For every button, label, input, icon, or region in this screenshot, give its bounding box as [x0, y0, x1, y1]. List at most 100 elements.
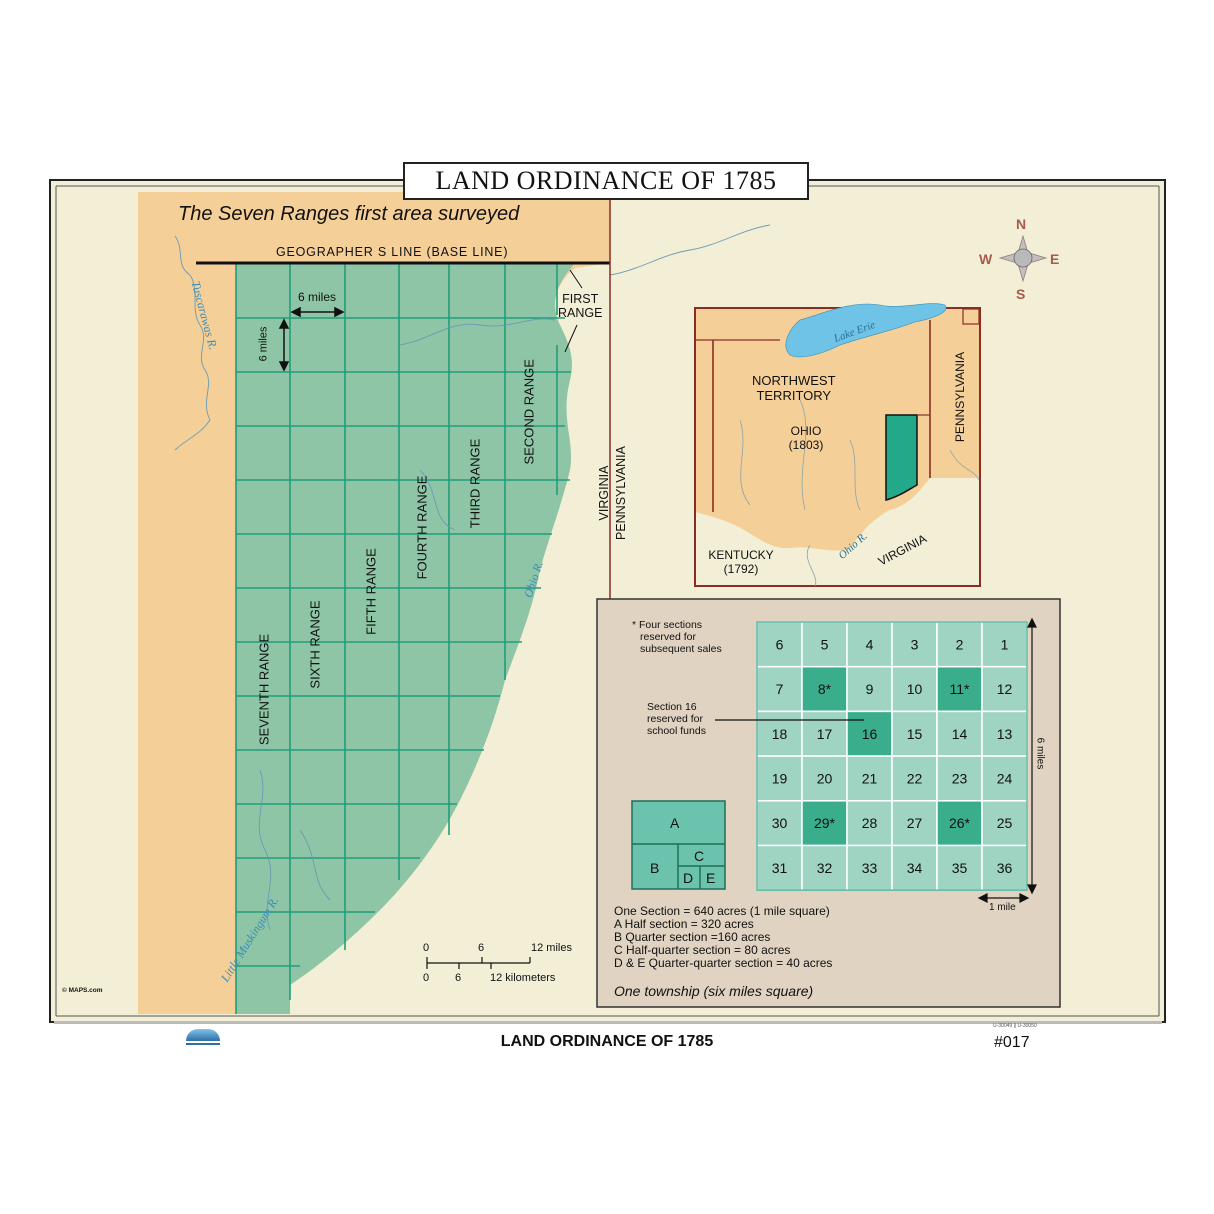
scale-bar — [426, 957, 531, 969]
inset-kentucky-name: KENTUCKY — [708, 548, 774, 562]
section-number: 8* — [818, 681, 832, 697]
section-number: 13 — [997, 726, 1013, 742]
inset-ohio-label: OHIO (1803) — [785, 424, 827, 452]
school-note: Section 16 reserved for school funds — [647, 701, 706, 737]
division-d: D — [683, 870, 694, 886]
inset-ohio-name: OHIO — [790, 424, 822, 438]
section-number: 7 — [776, 681, 784, 697]
section-cell-3 — [891, 621, 938, 668]
scale-km-6: 6 — [455, 972, 462, 984]
definition-c: C Half-quarter section = 80 acres — [614, 943, 791, 957]
section-number: 35 — [952, 860, 968, 876]
east-bank — [290, 263, 610, 1014]
section-number: 27 — [907, 815, 923, 831]
base-line-label: GEOGRAPHER S LINE (BASE LINE) — [276, 245, 509, 259]
township-bottom-label: 1 mile — [989, 902, 1016, 913]
definitions: One Section = 640 acres (1 mile square) … — [614, 905, 832, 970]
pennsylvania-label: PENNSYLVANIA — [614, 446, 628, 541]
section-number: 12 — [997, 681, 1013, 697]
section-division-diagram — [631, 800, 726, 890]
section-cell-1 — [981, 621, 1028, 668]
inset-northwest-line2: TERRITORY — [756, 388, 832, 403]
section-cell-7 — [756, 665, 803, 713]
section-cell-29 — [801, 800, 848, 847]
inset-pennsylvania-label: PENNSYLVANIA — [953, 351, 967, 443]
map-title: LAND ORDINANCE OF 1785 — [403, 162, 809, 200]
definition-section: One Section = 640 acres (1 mile square) — [614, 904, 830, 918]
six-miles-v-label: 6 miles — [257, 326, 270, 362]
reserved-note: * Four sections reserved for subsequent … — [632, 619, 722, 655]
footer-title: LAND ORDINANCE OF 1785 — [500, 1033, 714, 1050]
section-cell-35 — [936, 844, 983, 891]
inset-northwest-territory-label: NORTHWEST TERRITORY — [752, 373, 836, 403]
compass-rose — [998, 234, 1048, 283]
range-label-fifth: FIFTH RANGE — [363, 548, 379, 635]
section-number: 26* — [949, 815, 971, 831]
section-number: 20 — [817, 770, 833, 786]
section-number: 11* — [950, 681, 971, 697]
seven-ranges-area — [236, 263, 575, 1014]
first-range-line1: FIRST — [562, 292, 599, 306]
section-number: 25 — [997, 815, 1013, 831]
reserved-note-line3: subsequent sales — [640, 643, 722, 655]
compass-w: W — [979, 251, 993, 267]
hanger-rail — [54, 1021, 1162, 1024]
scale-km-12: 12 kilometers — [490, 972, 556, 984]
township-dims — [715, 617, 1037, 903]
section-cell-22 — [891, 755, 938, 802]
section-number: 5 — [821, 636, 829, 652]
range-label-sixth: SIXTH RANGE — [307, 600, 323, 689]
section-cell-24 — [981, 755, 1028, 802]
section-number: 10 — [907, 681, 923, 697]
section-cell-32 — [801, 844, 848, 891]
subtitle: The Seven Ranges first area surveyed — [178, 203, 520, 225]
range-label-seventh: SEVENTH RANGE — [256, 633, 272, 746]
dimension-arrows — [278, 269, 583, 372]
section-number: 9 — [866, 681, 874, 697]
section-cell-27 — [891, 800, 938, 847]
division-c: C — [694, 848, 705, 864]
section-cell-36 — [981, 844, 1028, 891]
definition-b: B Quarter section =160 acres — [614, 930, 771, 944]
inset-kentucky-year: (1792) — [723, 562, 759, 576]
section-cell-21 — [846, 755, 893, 802]
section-number: 15 — [907, 726, 923, 742]
division-a: A — [670, 815, 680, 831]
scale-miles-6: 6 — [478, 942, 485, 954]
section-number: 36 — [997, 860, 1013, 876]
section-number: 23 — [952, 770, 968, 786]
inset-kentucky-label: KENTUCKY (1792) — [704, 548, 778, 576]
section-number: 28 — [862, 815, 878, 831]
small-codes: U-30049 || U-30050 — [993, 1023, 1037, 1029]
section-number: 29* — [814, 815, 836, 831]
compass-s: S — [1016, 286, 1026, 302]
township-grid — [235, 263, 571, 1014]
school-note-line1: Section 16 — [647, 701, 697, 713]
scale-miles-0: 0 — [423, 942, 430, 954]
section-cell-31 — [756, 844, 803, 891]
section-number: 4 — [866, 636, 874, 652]
range-label-fourth: FOURTH RANGE — [414, 475, 430, 580]
section-cell-18 — [756, 710, 803, 757]
section-number: 19 — [772, 770, 788, 786]
maps-credit: © MAPS.com — [62, 987, 103, 994]
school-note-line2: reserved for — [647, 713, 704, 725]
scale-km-0: 0 — [423, 972, 430, 984]
inset-northwest-line1: NORTHWEST — [752, 373, 836, 388]
section-cell-28 — [846, 800, 893, 847]
section-number: 21 — [862, 770, 878, 786]
reserved-note-line1: * Four sections — [632, 619, 703, 631]
compass-e: E — [1050, 251, 1060, 267]
township-side-label: 6 miles — [1034, 737, 1046, 770]
section-number: 34 — [907, 860, 923, 876]
section-cell-14 — [936, 710, 983, 757]
compass-n: N — [1016, 216, 1027, 232]
section-cell-33 — [846, 844, 893, 891]
section-number: 3 — [911, 636, 919, 652]
section-number: 24 — [997, 770, 1013, 786]
section-number: 17 — [817, 726, 833, 742]
section-number: 2 — [956, 636, 964, 652]
scale-miles-12: 12 miles — [531, 942, 572, 954]
